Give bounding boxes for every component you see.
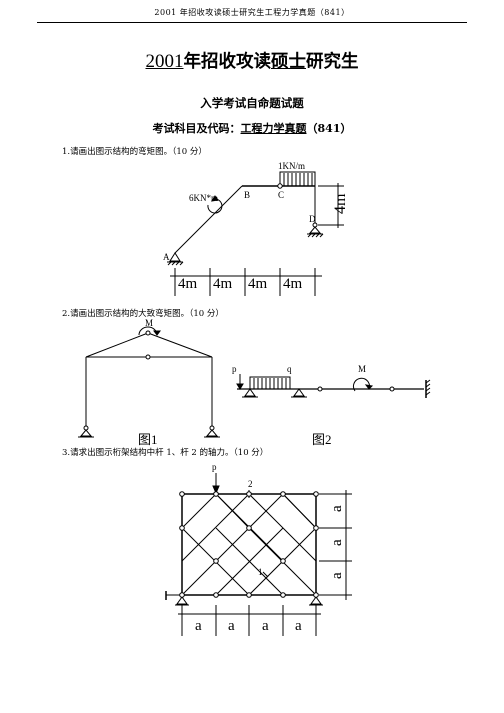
title-part3: 研究生 [306,52,359,72]
node-a: A [163,252,170,262]
page-title: 2001年招收攻读硕士研究生 [0,48,504,73]
member-1-label: 1 [258,567,263,577]
beam-2-m-label: M [358,364,366,374]
right-rafter [147,332,213,358]
beam-2-p-label: p [232,364,237,374]
height-a-1: a [329,505,345,512]
question-1-text: 1.请画出图示结构的弯矩图。（10 分） [62,147,207,157]
member-2-label: 2 [248,479,253,489]
question-2-text: 2.请画出图示结构的大致弯矩图。（10 分） [62,309,224,319]
title-part1: 年招收攻读 [183,52,272,72]
moment-arc [207,198,223,214]
subject-line: 考试科目及代码：工程力学真题（841） [0,120,504,136]
member-ab [174,185,243,254]
node-d: D [309,214,316,224]
title-part2: 硕士 [271,52,306,72]
beam-2-q-label: q [287,364,292,374]
subject-code: （841） [306,122,352,135]
distributed-load-box [279,171,316,187]
truss-outline [181,493,317,596]
width-a-1: a [195,618,202,634]
width-a-2: a [228,618,235,634]
apex-moment-label: M [145,318,153,328]
span-3: 4m [248,276,268,292]
hinge-c [277,183,283,189]
height-a-3: a [329,572,345,579]
caption-figure-1: 图1 [138,432,158,447]
question-3-text: 3.请求出图示桁架结构中杆 1、杆 2 的轴力。（10 分） [62,448,269,458]
node-b: B [244,190,250,200]
load-label: 1KN/m [278,161,305,171]
title-year: 2001 [145,51,184,72]
width-a-3: a [262,618,269,634]
support-d [308,226,322,234]
caption-figure-2: 图2 [312,432,332,447]
moment-label: 6KN*m [189,193,218,203]
span-2: 4m [213,276,233,292]
subject-label: 考试科目及代码： [152,122,241,135]
truss-load-label: p [212,462,217,472]
height-a-2: a [329,539,345,546]
subject-name: 工程力学真题 [240,122,307,135]
height-label: 4m [332,193,349,214]
exam-subtitle: 入学考试自命题试题 [200,96,304,110]
node-c: C [278,190,284,200]
span-4: 4m [283,276,303,292]
support-a [169,252,181,262]
header-rule [37,22,467,23]
span-1: 4m [178,276,198,292]
running-header: 2001 年招收攻读硕士研究生工程力学真题（841） [154,8,350,17]
left-rafter [85,332,149,358]
width-a-4: a [295,618,302,634]
